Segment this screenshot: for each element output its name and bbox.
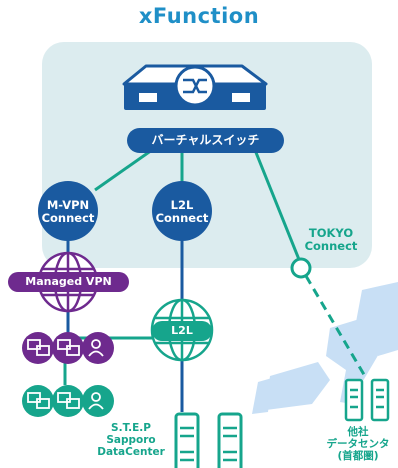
switch-label-pill bbox=[127, 128, 284, 153]
purple-client-icons bbox=[22, 332, 114, 364]
managed-vpn-label: Managed VPN bbox=[25, 275, 112, 288]
other-datacenter-label: 他社データセンタ(首都圏) bbox=[326, 426, 390, 462]
other-dc-server-icon bbox=[344, 378, 390, 422]
page-title: xFunction bbox=[138, 4, 260, 28]
tokyo-node-icon bbox=[290, 257, 312, 279]
managed-vpn-pill bbox=[8, 272, 129, 292]
step-server-icon bbox=[174, 412, 243, 468]
l2l-pill bbox=[152, 321, 212, 341]
l2l-globe-label: L2L bbox=[171, 324, 193, 337]
japan-map bbox=[252, 282, 398, 414]
switch-label: バーチャルスイッチ bbox=[151, 133, 260, 147]
mvpn-connect-circle bbox=[38, 181, 98, 241]
switch-icon bbox=[122, 64, 268, 110]
line-switch-tokyo bbox=[253, 149, 302, 263]
teal-client-icons bbox=[22, 385, 114, 417]
line-tokyo-dashed bbox=[304, 275, 368, 379]
l2l-connect-circle bbox=[152, 181, 212, 241]
line-switch-mvpn bbox=[94, 148, 153, 192]
